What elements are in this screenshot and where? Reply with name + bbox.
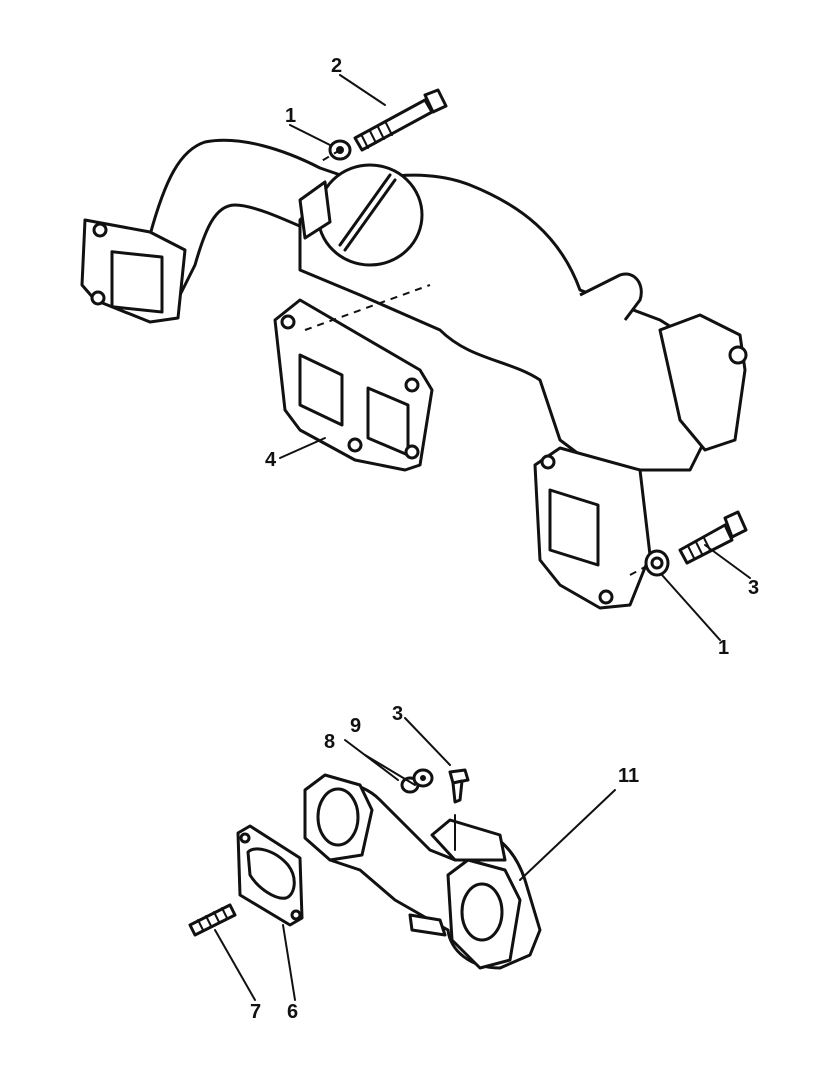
stud-7 (188, 903, 237, 937)
lower-leaders (214, 717, 616, 1001)
callout-lower-6: 6 (287, 1001, 298, 1023)
gasket-opening (246, 847, 296, 900)
exhaust-outlet (408, 913, 447, 937)
callout-lower-11: 11 (618, 765, 639, 787)
bracket-hole (728, 345, 748, 365)
callout-upper-1b: 1 (718, 637, 729, 659)
left-port (110, 250, 164, 314)
exhaust-manifold (303, 773, 542, 970)
callout-upper-4: 4 (265, 449, 277, 471)
plenum-center-line (304, 284, 431, 331)
callout-upper-1a: 1 (285, 105, 296, 127)
exhaust-right-port (460, 882, 504, 942)
bypass-tube (579, 272, 643, 321)
center-flange-hole-2 (404, 377, 420, 393)
upper-leaders (279, 74, 751, 641)
left-runner (148, 138, 357, 307)
intake-manifold (80, 138, 748, 610)
center-flange-hole-3 (347, 437, 363, 453)
thermostat-boss (298, 180, 332, 240)
callout-lower-3: 3 (392, 703, 403, 725)
right-flange-hole-top (540, 454, 556, 470)
right-port (548, 488, 600, 567)
thermostat-divider (343, 178, 397, 252)
callout-lower-7: 7 (250, 1001, 261, 1023)
bolt-2 (353, 88, 448, 152)
callout-lower-9: 9 (350, 715, 361, 737)
exhaust-left-port (316, 787, 360, 847)
center-flange-hole-4 (404, 444, 420, 460)
left-flange-hole-top (92, 222, 108, 238)
callout-lower-8: 8 (324, 731, 335, 753)
bolt-3-lower (448, 768, 470, 804)
exhaust-gasket (236, 824, 304, 927)
center-port-left (298, 353, 344, 427)
mount-bracket (658, 313, 747, 452)
exhaust-center-flange (430, 818, 507, 862)
upper-fasteners (319, 88, 748, 577)
left-flange-hole-bottom (90, 290, 106, 306)
lower-fasteners (188, 768, 470, 937)
center-flange-hole-1 (280, 314, 296, 330)
right-flange-hole-bottom (598, 589, 614, 605)
bolt-3-upper (678, 510, 748, 565)
callout-upper-3: 3 (748, 577, 759, 599)
callout-upper-2: 2 (331, 55, 342, 77)
